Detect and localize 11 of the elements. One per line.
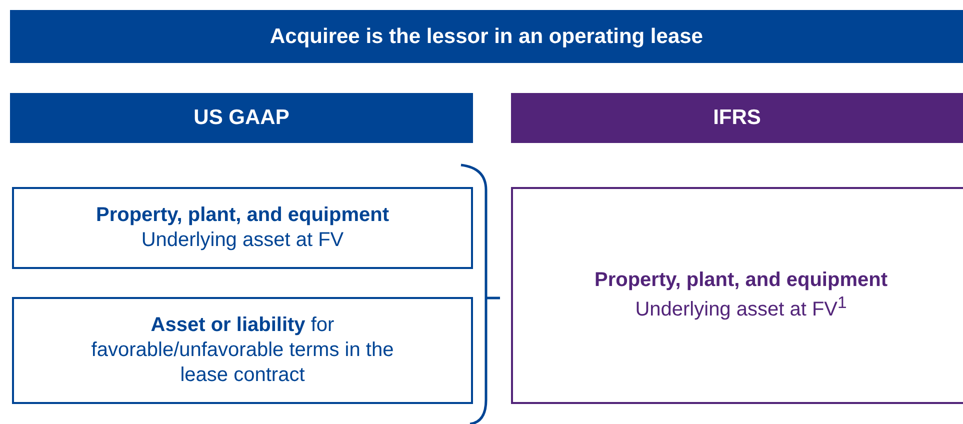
item-heading: Property, plant, and equipment <box>96 203 389 228</box>
entry-box <box>12 297 473 404</box>
entry-box <box>12 187 473 269</box>
item-heading: Property, plant, and equipment <box>594 268 888 294</box>
item-description: Underlying asset at FV$^{1}$ <box>635 293 847 323</box>
item-description: Asset or liability for favorable/unfavorable terms in the lease contract <box>90 313 395 388</box>
item-description: Underlying asset at FV <box>141 228 344 253</box>
entry-box <box>511 187 963 404</box>
column-header: US GAAP <box>10 93 473 143</box>
title-banner: Acquiree is the lessor in an operating lease <box>10 10 963 63</box>
column-header: IFRS <box>511 93 963 143</box>
